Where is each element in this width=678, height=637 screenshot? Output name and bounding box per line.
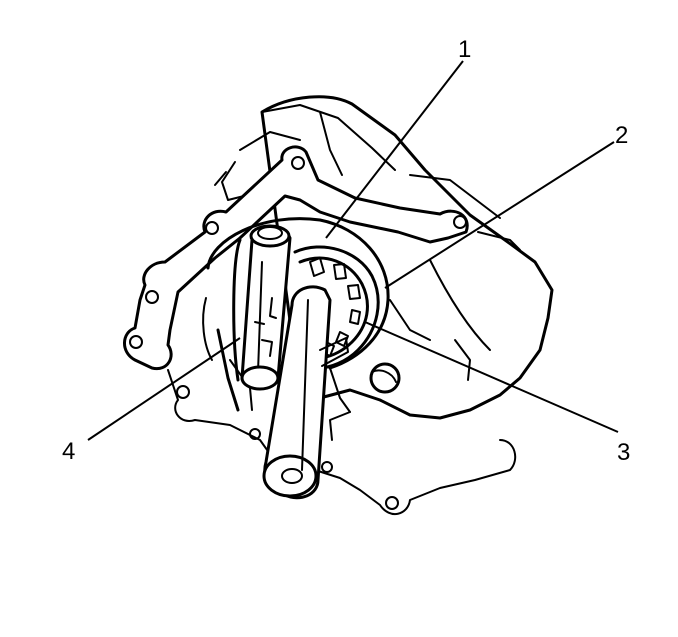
countershaft xyxy=(232,224,292,391)
case-flange xyxy=(123,145,517,515)
callout-3: 3 xyxy=(617,439,630,466)
mainshaft xyxy=(262,285,349,500)
callout-2: 2 xyxy=(615,122,628,149)
callout-labels: 1 2 3 4 xyxy=(62,36,630,466)
transmission-case xyxy=(214,95,554,420)
callout-1: 1 xyxy=(458,36,471,63)
callout-4: 4 xyxy=(62,438,75,465)
leader-line-2 xyxy=(384,141,615,289)
bearing-assembly xyxy=(293,245,380,370)
leader-line-4 xyxy=(87,337,241,441)
leader-line-1 xyxy=(325,60,464,239)
leader-lines xyxy=(87,60,619,441)
leader-line-3 xyxy=(364,321,619,433)
